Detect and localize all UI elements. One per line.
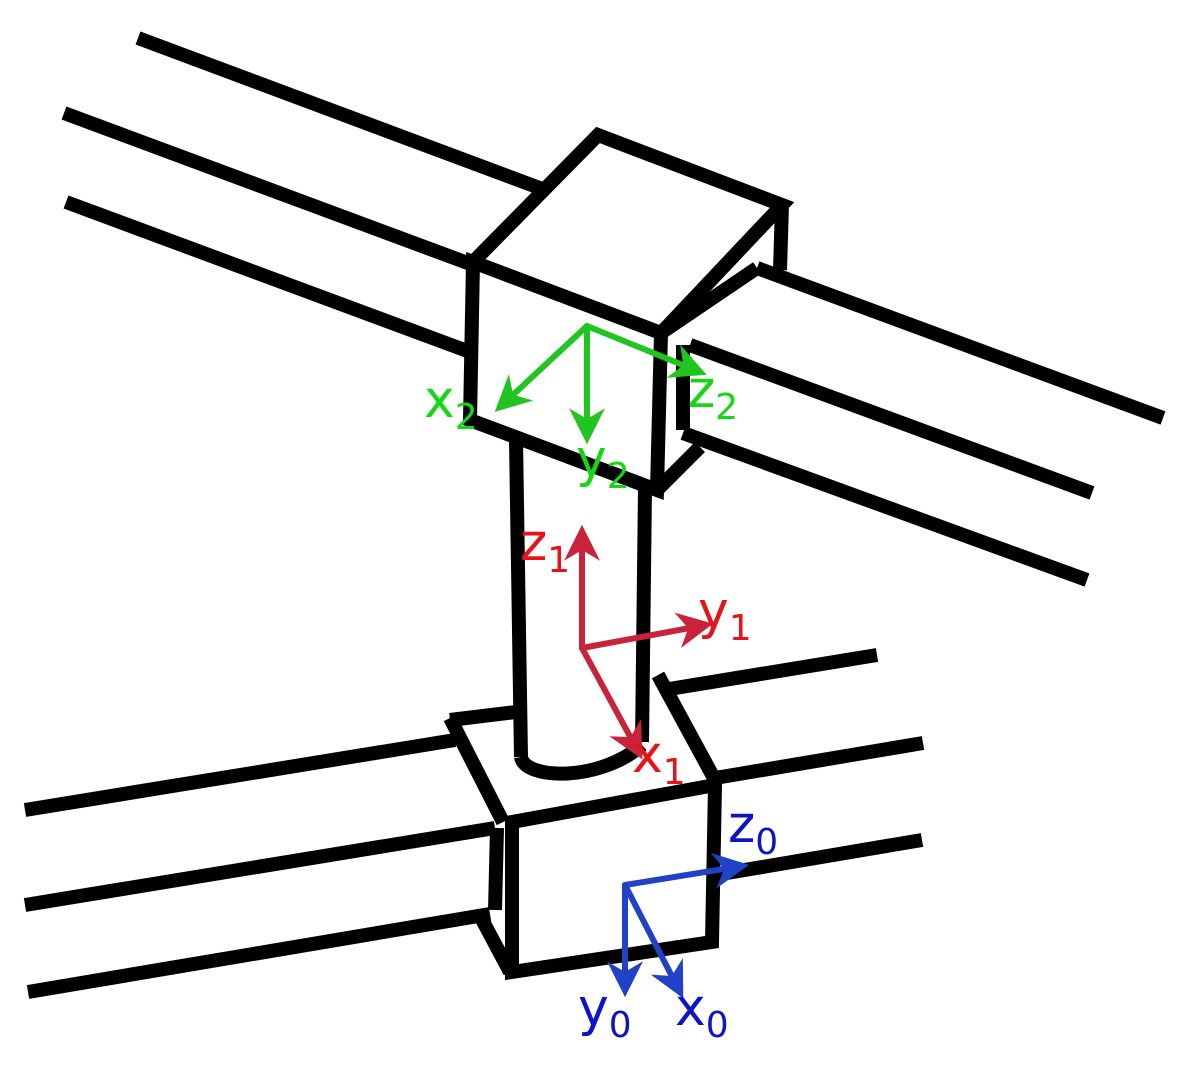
upper-block <box>460 126 795 501</box>
frame-1-x-axis <box>579 645 643 760</box>
frame-2-x-label: x2 <box>424 370 478 438</box>
frame-2-z-label: z2 <box>688 360 738 428</box>
frame-1-x-label: x1 <box>632 725 686 793</box>
frame-2-x-axis <box>494 323 590 412</box>
frame-2-y-label: y2 <box>576 429 630 497</box>
frame-0: z0 y0 x0 <box>578 795 778 1046</box>
frame-1-z-label: z1 <box>520 513 570 581</box>
frame-2-z-axis <box>584 323 707 378</box>
frame-0-x-axis <box>622 882 684 999</box>
frame-2: x2 y2 z2 <box>424 323 738 497</box>
frame-0-z-label: z0 <box>728 795 778 863</box>
upper-rail <box>61 31 1166 587</box>
frame-0-y-label: y0 <box>578 978 632 1046</box>
frame-0-z-axis <box>622 852 750 889</box>
frame-1: z1 y1 x1 <box>520 513 752 793</box>
lower-block <box>443 671 723 981</box>
frame-0-x-label: x0 <box>675 978 729 1046</box>
frame-1-y-axis <box>579 612 714 651</box>
lower-rail <box>23 648 925 999</box>
frame-1-y-label: y1 <box>698 581 752 649</box>
